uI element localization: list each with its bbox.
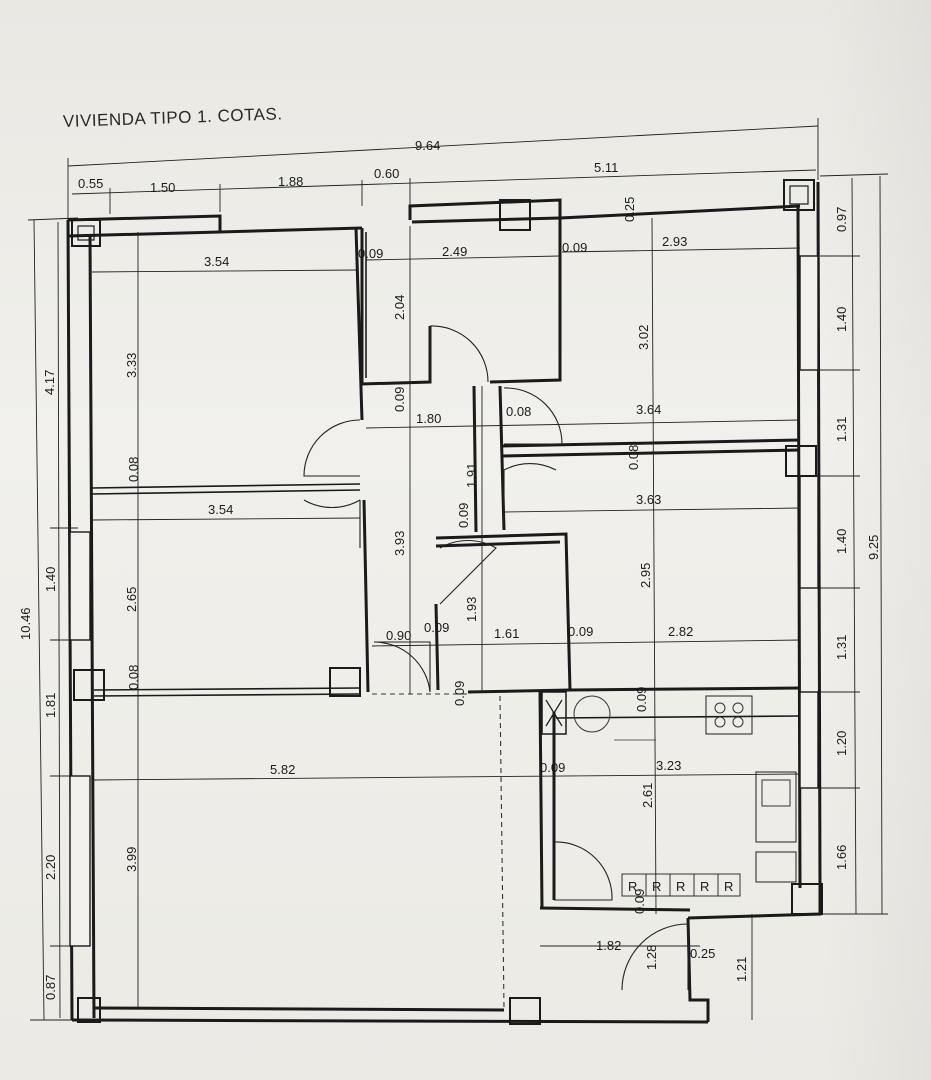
dim-wall-b1: 0.09: [452, 681, 467, 706]
dim-left-e: 0.87: [43, 975, 58, 1000]
dim-r1-w: 3.54: [204, 254, 229, 269]
dim-left-b: 1.40: [43, 567, 58, 592]
dim-kitchen-bot-wall: 0.09: [632, 889, 647, 914]
dim-r5-w: 3.63: [636, 492, 661, 507]
dim-bath-w: 2.49: [442, 244, 467, 259]
dim-door-w: 0.90: [386, 628, 411, 643]
dim-left-c: 1.81: [43, 693, 58, 718]
dim-r3-w: 2.93: [662, 234, 687, 249]
dim-bottom-c: 0.25: [690, 946, 715, 961]
dim-right-g: 1.66: [834, 845, 849, 870]
interior-walls: [91, 218, 801, 1009]
dim-bath2-w: 1.61: [494, 626, 519, 641]
dim-bottom-a: 1.82: [596, 938, 621, 953]
left-dimension-chain: 10.46 4.17 1.40 1.81 2.20 0.87: [18, 217, 80, 1021]
dim-hall-h: 3.93: [392, 531, 407, 556]
fixture-label: R: [652, 879, 661, 894]
fixture-label: R: [724, 879, 733, 894]
dim-bottom-b: 1.28: [644, 945, 659, 970]
interior-dimensions: 3.54 3.33 0.08 3.54 2.65 0.08 0.09 2.49 …: [124, 197, 749, 982]
dim-left-total: 10.46: [18, 607, 33, 640]
dim-living-w: 5.82: [270, 762, 295, 777]
dim-r5-h: 2.95: [638, 563, 653, 588]
outer-walls: [66, 179, 823, 1025]
dim-bath-h: 2.04: [392, 295, 407, 320]
dim-r1-wall: 0.08: [126, 457, 141, 482]
dim-r1-h: 3.33: [124, 353, 139, 378]
dim-r2-w: 3.54: [208, 502, 233, 517]
dim-right-d: 1.40: [834, 529, 849, 554]
dim-top-a: 0.55: [78, 176, 103, 191]
dim-right-b: 1.40: [834, 307, 849, 332]
fixture-label: R: [676, 879, 685, 894]
top-dimension-chain: 9.64 0.55 1.50 1.88 0.60 5.11: [67, 118, 819, 222]
dim-top-b: 1.50: [150, 180, 175, 195]
dim-left-a: 4.17: [42, 370, 57, 395]
dim-r3-h: 3.02: [636, 325, 651, 350]
dim-bath-wall-r: 0.09: [562, 240, 587, 255]
sink-icon: [755, 771, 797, 843]
dim-r4-wall: 0.08: [626, 445, 641, 470]
paper-edge-shadow: [820, 0, 931, 1080]
kitchen-fixtures: [541, 691, 797, 883]
dim-wall-b2: 0.09: [634, 687, 649, 712]
fixture-label: R: [700, 879, 709, 894]
dim-bath-wall-l: 0.09: [358, 246, 383, 261]
dim-left-d: 2.20: [43, 855, 58, 880]
dim-hall-w: 1.80: [416, 411, 441, 426]
dim-top-d: 0.60: [374, 166, 399, 181]
stove-icon: [705, 695, 753, 735]
interior-dimension-lines: [91, 217, 801, 1020]
washbasin-icon: [573, 695, 611, 733]
radiator-row: R R R R R: [621, 873, 741, 897]
dim-mid-h: 1.91: [464, 463, 479, 488]
dim-right-f: 1.20: [834, 731, 849, 756]
dim-kitchen-w: 3.23: [656, 758, 681, 773]
dim-r3-wall-top: 0.25: [622, 197, 637, 222]
dim-r2-h: 2.65: [124, 587, 139, 612]
dim-top-c: 1.88: [278, 174, 303, 189]
dim-bottom-d: 1.21: [734, 957, 749, 982]
dim-r4-top: 3.64: [636, 402, 661, 417]
dim-r6-w: 2.82: [668, 624, 693, 639]
dim-mid-wall: 0.09: [456, 503, 471, 528]
dim-bath2-wall-l: 0.09: [424, 620, 449, 635]
dim-bath2-wall-r: 0.09: [568, 624, 593, 639]
fixture-label: R: [628, 879, 637, 894]
dim-right-a: 0.97: [834, 207, 849, 232]
dim-right-c: 1.31: [834, 417, 849, 442]
dim-top-total: 9.64: [415, 138, 440, 153]
right-dimension-chain: 9.25 0.97 1.40 1.31 1.40 1.31 1.20 1.66: [819, 173, 889, 915]
dim-r2-wall: 0.08: [126, 665, 141, 690]
dim-bath2-h: 1.93: [464, 597, 479, 622]
dim-kitchen-h: 2.61: [640, 783, 655, 808]
dim-kitchen-wall: 0.09: [540, 760, 565, 775]
dim-hall-wall-b: 0.08: [506, 404, 531, 419]
dim-living-h: 3.99: [124, 847, 139, 872]
dim-right-e: 1.31: [834, 635, 849, 660]
dim-right-total: 9.25: [866, 535, 881, 560]
dim-top-e: 5.11: [594, 160, 618, 175]
dim-hall-wall-a: 0.09: [392, 387, 407, 412]
doors: [303, 325, 689, 991]
